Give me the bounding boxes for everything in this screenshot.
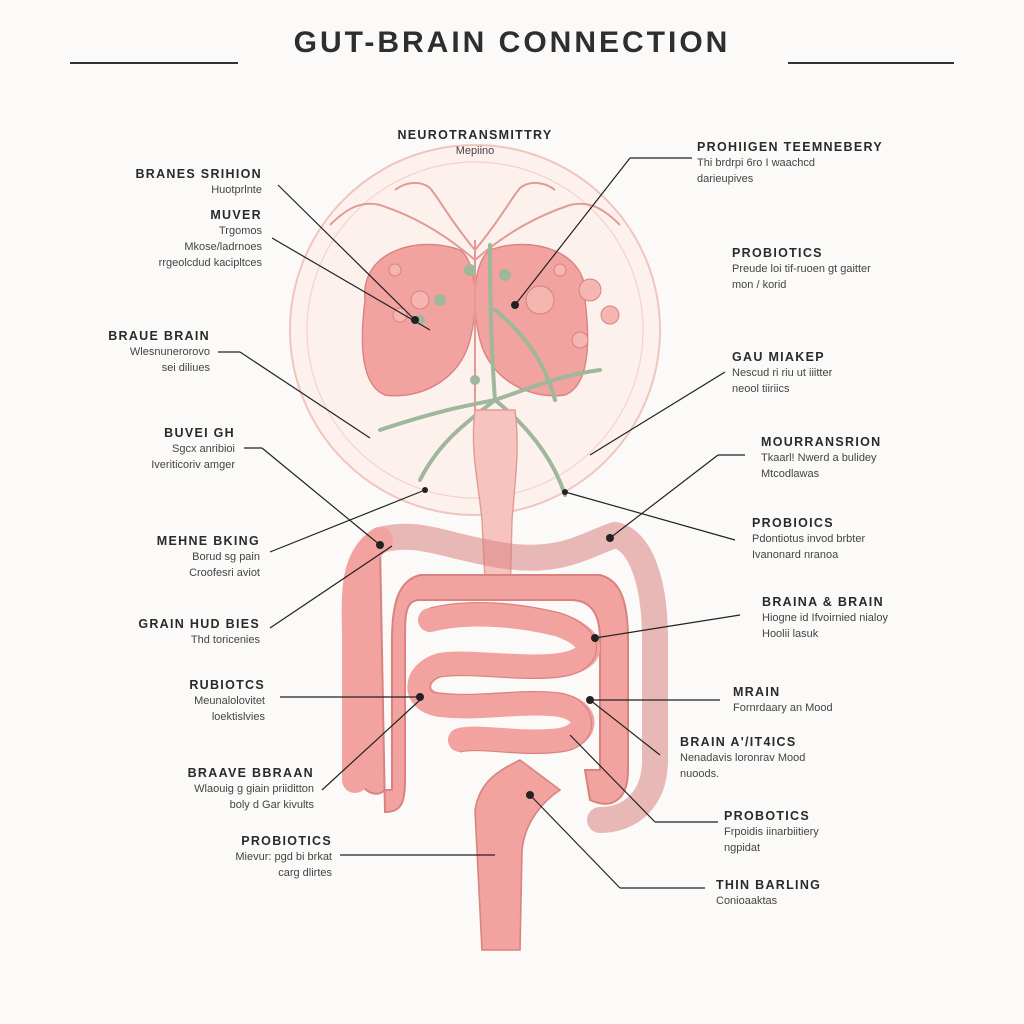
label-text: Fornrdaary an Mood bbox=[733, 702, 833, 714]
label-text: rrgeolcdud kacipltces bbox=[158, 257, 262, 269]
page-title: GUT-BRAIN CONNECTION bbox=[293, 26, 731, 59]
label-text: Conioaaktas bbox=[716, 895, 778, 907]
label-heading: PROHIIGEN TEEMNEBERY bbox=[697, 140, 883, 154]
label-left-7: RUBIOTCS Meunalolovitet loektislvies bbox=[60, 677, 265, 725]
colon-outer bbox=[367, 521, 668, 833]
colon-left bbox=[341, 527, 393, 793]
label-heading: THIN BARLING bbox=[716, 878, 822, 892]
label-text: Tkaarl! Nwerd a bulidey bbox=[761, 452, 877, 464]
label-left-1: BRANES SRIHION Huotprlnte bbox=[60, 166, 262, 198]
label-text: Croofesri aviot bbox=[189, 567, 260, 579]
label-text: Meunalolovitet bbox=[194, 695, 265, 707]
label-text: Mievur: pgd bi brkat bbox=[235, 851, 332, 863]
label-text: loektislvies bbox=[211, 711, 265, 723]
label-right-2: PROBIOTICS Preude loi tif-ruoen gt gaitt… bbox=[732, 245, 972, 293]
label-heading: PROBIOICS bbox=[752, 516, 834, 530]
label-right-7: MRAIN Fornrdaary an Mood bbox=[733, 684, 933, 716]
label-right-6: BRAINA & BRAIN Hiogne id Ifvoirnied nial… bbox=[762, 594, 992, 642]
label-text: Frpoidis iinarbiitiery bbox=[724, 826, 819, 838]
label-text: darieupives bbox=[697, 173, 754, 185]
label-text: neool tiiriics bbox=[732, 383, 790, 395]
label-right-10: THIN BARLING Conioaaktas bbox=[716, 877, 916, 909]
spinal-column bbox=[472, 409, 518, 601]
label-left-9: PROBIOTICS Mievur: pgd bi brkat carg dli… bbox=[160, 833, 332, 881]
label-text: ngpidat bbox=[724, 842, 761, 854]
large-intestine bbox=[354, 543, 629, 814]
label-text: Iveriticoriv amger bbox=[151, 459, 235, 471]
label-text: Wlesnunerorovo bbox=[129, 346, 210, 358]
label-text: Mkose/ladrnoes bbox=[184, 241, 262, 253]
label-left-3: BRAUE BRAIN Wlesnunerorovo sei diliues bbox=[60, 328, 210, 376]
label-heading: RUBIOTCS bbox=[189, 678, 265, 692]
title-rule-left bbox=[70, 62, 238, 64]
small-intestine-outline bbox=[429, 601, 597, 755]
label-top-center: NEUROTRANSMITTRY Mepiino bbox=[385, 127, 565, 159]
label-heading: MUVER bbox=[210, 208, 262, 222]
label-text: Preude loi tif-ruoen gt gaitter bbox=[732, 263, 871, 275]
label-heading: BRAUE BRAIN bbox=[108, 329, 210, 343]
label-text: sei diliues bbox=[161, 362, 210, 374]
brain-halo-inner bbox=[306, 161, 644, 499]
label-heading: BUVEI GH bbox=[164, 426, 235, 440]
brain-branches bbox=[329, 182, 621, 430]
leader-dots bbox=[376, 301, 614, 799]
label-heading: BRAIN A'/IT4ICS bbox=[680, 735, 797, 749]
label-heading: NEUROTRANSMITTRY bbox=[397, 128, 553, 142]
label-text: boly d Gar kivults bbox=[229, 799, 314, 811]
label-right-1: PROHIIGEN TEEMNEBERY Thi brdrpi 6ro I wa… bbox=[697, 139, 937, 187]
small-intestine bbox=[407, 602, 600, 754]
title-rule-right bbox=[788, 62, 954, 64]
label-heading: MOURRANSRION bbox=[761, 435, 882, 449]
label-heading: BRAAVE BBRAAN bbox=[187, 766, 314, 780]
nerve-nodes bbox=[415, 264, 511, 385]
label-text: Huotprlnte bbox=[211, 184, 262, 196]
label-right-4: MOURRANSRION Tkaarl! Nwerd a bulidey Mtc… bbox=[761, 434, 991, 482]
label-heading: PROBOTICS bbox=[724, 809, 811, 823]
brain-dots bbox=[388, 263, 620, 349]
label-text: carg dlirtes bbox=[278, 867, 332, 879]
label-right-9: PROBOTICS Frpoidis iinarbiitiery ngpidat bbox=[724, 808, 944, 856]
label-text: Wlaouig g giain priiditton bbox=[194, 783, 314, 795]
label-left-2: MUVER Trgomos Mkose/ladrnoes rrgeolcdud … bbox=[60, 207, 262, 271]
brain bbox=[361, 243, 589, 397]
label-text: Pdontiotus invod brbter bbox=[752, 533, 866, 545]
label-text: Mtcodlawas bbox=[761, 468, 820, 480]
label-heading: MEHNE BKING bbox=[156, 534, 260, 548]
label-left-5: MEHNE BKING Borud sg pain Croofesri avio… bbox=[60, 533, 260, 581]
label-heading: PROBIOTICS bbox=[732, 246, 823, 260]
label-text: Borud sg pain bbox=[192, 551, 260, 563]
label-text: Ivanonard nranoa bbox=[752, 549, 839, 561]
label-right-3: GAU MIAKEP Nescud ri riu ut iiitter neoo… bbox=[732, 349, 972, 397]
label-text: Sgcx anribioi bbox=[172, 443, 235, 455]
label-text: Nescud ri riu ut iiitter bbox=[732, 367, 833, 379]
label-left-4: BUVEI GH Sgcx anribioi Iveriticoriv amge… bbox=[60, 425, 235, 473]
label-text: Nenadavis loronrav Mood bbox=[680, 752, 806, 764]
label-left-8: BRAAVE BBRAAN Wlaouig g giain priiditton… bbox=[100, 765, 314, 813]
label-heading: GAU MIAKEP bbox=[732, 350, 825, 364]
leader-lines bbox=[218, 157, 745, 889]
label-text: Trgomos bbox=[219, 225, 262, 237]
label-text: nuoods. bbox=[680, 768, 720, 780]
label-text: Thd toricenies bbox=[190, 634, 260, 646]
label-heading: MRAIN bbox=[733, 685, 781, 699]
rectum bbox=[474, 759, 562, 951]
label-heading: BRANES SRIHION bbox=[135, 167, 262, 181]
label-text: mon / korid bbox=[732, 279, 787, 291]
label-heading: PROBIOTICS bbox=[241, 834, 332, 848]
label-left-6: GRAIN HUD BIES Thd toricenies bbox=[60, 616, 260, 648]
label-heading: GRAIN HUD BIES bbox=[138, 617, 260, 631]
label-text: Hiogne id Ifvoirnied nialoy bbox=[762, 612, 888, 624]
label-right-8: BRAIN A'/IT4ICS Nenadavis loronrav Mood … bbox=[680, 734, 910, 782]
label-heading: BRAINA & BRAIN bbox=[762, 595, 884, 609]
vagus-nerves bbox=[378, 243, 602, 497]
label-text: Thi brdrpi 6ro I waachcd bbox=[697, 157, 815, 169]
label-right-5: PROBIOICS Pdontiotus invod brbter Ivanon… bbox=[752, 515, 982, 563]
label-text: Hoolii lasuk bbox=[762, 628, 819, 640]
label-text: Mepiino bbox=[455, 145, 495, 157]
